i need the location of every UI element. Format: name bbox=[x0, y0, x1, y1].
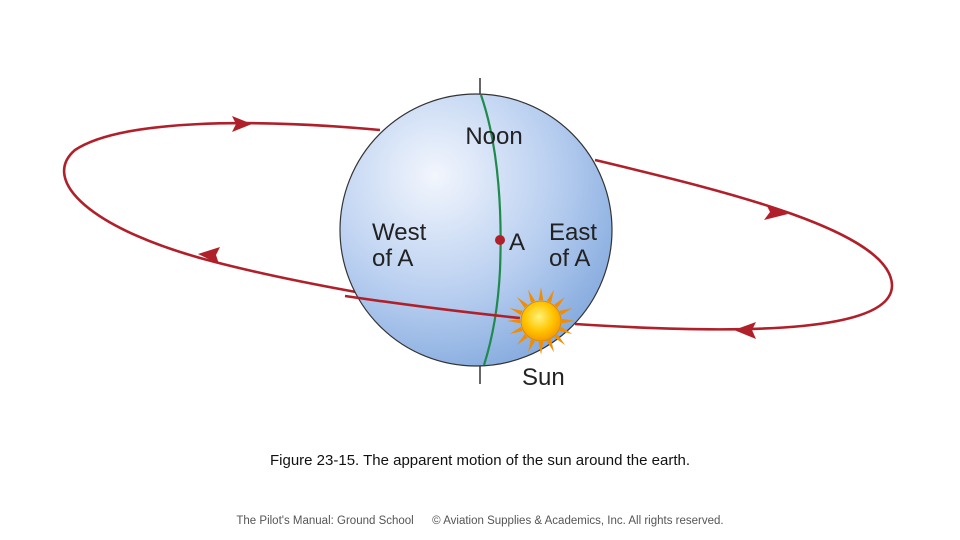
label-point-a: A bbox=[509, 229, 525, 256]
sun-ray bbox=[561, 318, 575, 324]
label-west-line2: of A bbox=[372, 245, 413, 272]
sun-ray bbox=[509, 326, 523, 335]
noon-meridian bbox=[479, 94, 502, 366]
figure-caption-text: The apparent motion of the sun around th… bbox=[363, 452, 690, 469]
sun-ray bbox=[516, 296, 528, 308]
sun-ray bbox=[538, 341, 544, 355]
orbit-arrow-right-upper bbox=[764, 204, 788, 220]
label-sun: Sun bbox=[522, 364, 565, 391]
label-noon: Noon bbox=[465, 123, 522, 150]
orbit-path-back bbox=[574, 158, 894, 331]
point-a-marker bbox=[495, 235, 505, 245]
sun-ray bbox=[546, 339, 555, 353]
label-east-line2: of A bbox=[549, 245, 590, 272]
label-west-line1: West bbox=[372, 219, 427, 246]
orbit-path-front bbox=[344, 294, 521, 320]
sun-ray bbox=[554, 334, 566, 346]
sun-ray bbox=[516, 334, 528, 346]
sun-ray bbox=[546, 289, 555, 303]
orbit-arrow-top-left bbox=[232, 116, 252, 132]
orbit-arrow-right-lower bbox=[734, 322, 756, 339]
sun-ray bbox=[559, 307, 573, 316]
sun-ray bbox=[527, 289, 536, 303]
sun-icon bbox=[507, 287, 575, 355]
sun-ray bbox=[538, 287, 544, 301]
label-east-line1: East bbox=[549, 219, 597, 246]
sun-ray bbox=[509, 307, 523, 316]
sun-ray bbox=[507, 318, 521, 324]
sun-ray bbox=[559, 326, 573, 335]
sun-ray bbox=[527, 339, 536, 353]
figure-number: Figure 23-15. bbox=[269, 452, 360, 469]
slide-footer: The Pilot's Manual: Ground School © Avia… bbox=[0, 515, 960, 527]
footer-copyright: © Aviation Supplies & Academics, Inc. Al… bbox=[432, 515, 724, 527]
orbit-arrow-left-lower bbox=[198, 247, 220, 264]
figure-caption: Figure 23-15. The apparent motion of the… bbox=[0, 452, 960, 469]
sun-ray bbox=[554, 296, 566, 308]
earth-globe bbox=[339, 93, 613, 367]
footer-book-title: The Pilot's Manual: Ground School bbox=[236, 515, 414, 527]
